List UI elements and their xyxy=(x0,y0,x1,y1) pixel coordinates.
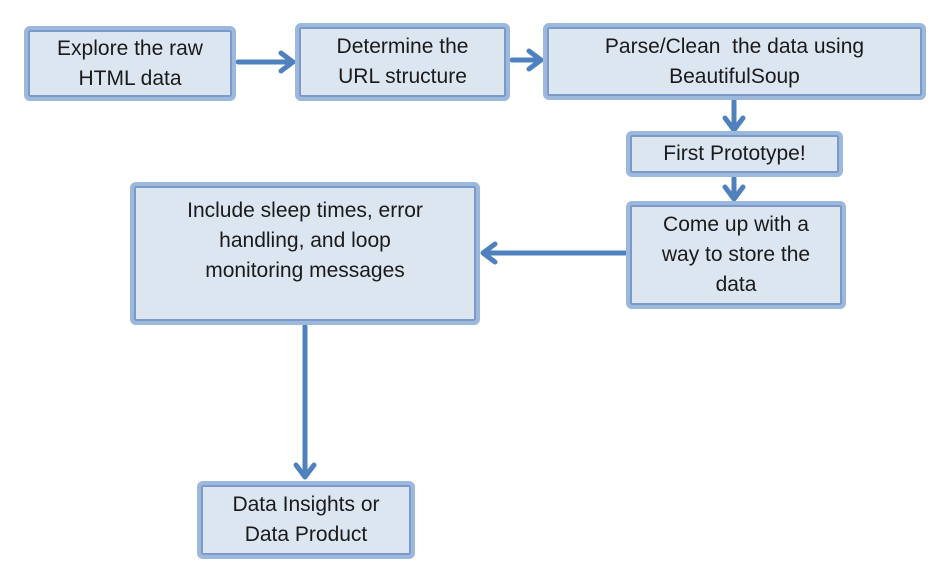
node-first-prototype: First Prototype! xyxy=(626,131,843,177)
arrow-explore-to-determine xyxy=(235,50,296,74)
node-determine-url-structure: Determine the URL structure xyxy=(295,23,510,101)
node-label: First Prototype! xyxy=(663,142,806,165)
arrow-robustness-to-insights xyxy=(293,323,317,480)
node-data-insights: Data Insights or Data Product xyxy=(197,481,415,559)
node-label: Determine the URL structure xyxy=(336,35,469,88)
node-robustness-measures: Include sleep times, error handling, and… xyxy=(130,182,480,325)
node-store-the-data: Come up with a way to store the data xyxy=(626,201,846,309)
node-label: Explore the raw HTML data xyxy=(57,36,203,90)
node-label: Include sleep times, error handling, and… xyxy=(187,199,423,282)
node-explore-raw-html: Explore the raw HTML data xyxy=(24,26,236,101)
node-label: Parse/Clean the data using BeautifulSoup xyxy=(604,34,865,88)
node-label: Come up with a way to store the data xyxy=(661,213,811,296)
node-parse-clean-data: Parse/Clean the data using BeautifulSoup xyxy=(543,23,926,100)
arrow-determine-to-parse xyxy=(509,48,544,72)
node-label: Data Insights or Data Product xyxy=(232,493,380,546)
arrow-store-to-robustness xyxy=(480,241,628,265)
arrow-parse-to-prototype xyxy=(722,98,746,133)
arrow-prototype-to-store xyxy=(722,175,746,202)
